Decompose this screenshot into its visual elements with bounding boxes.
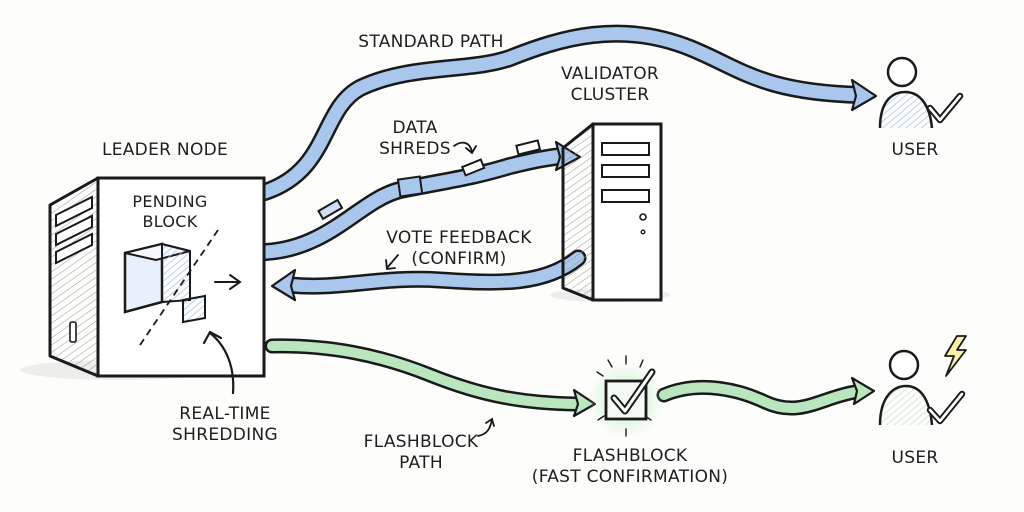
leader-node-server-icon	[20, 176, 266, 380]
user-check-lightning-icon	[878, 335, 967, 426]
validator-cluster-label: VALIDATOR CLUSTER	[560, 64, 660, 105]
pending-block-label: PENDING BLOCK	[132, 192, 208, 231]
vote-feedback-label: VOTE FEEDBACK (CONFIRM)	[386, 228, 532, 269]
real-time-shredding-label: REAL-TIME SHREDDING	[172, 404, 278, 445]
shred-block	[396, 175, 424, 198]
vote-feedback-arrow	[270, 249, 587, 302]
shred-block	[317, 198, 344, 221]
flashblock-path-pointer	[477, 417, 495, 437]
flashblock-label: FLASHBLOCK (FAST CONFIRMATION)	[531, 446, 729, 487]
vote-feedback-pointer	[385, 254, 399, 271]
data-shreds-pointer	[453, 141, 477, 155]
standard-path-arrow	[256, 24, 878, 201]
real-time-shredding-pointer	[202, 330, 235, 395]
user-standard-label: USER	[891, 140, 939, 160]
validator-cluster-server-icon	[550, 122, 670, 302]
leader-node-label: LEADER NODE	[101, 140, 229, 160]
shred-block	[515, 139, 542, 156]
flashblock-to-user-arrow	[656, 376, 876, 416]
data-shred-blocks	[317, 139, 542, 221]
shred-block	[460, 158, 486, 177]
flashblock-checkbox-icon	[588, 355, 664, 438]
data-shreds-label: DATA SHREDS	[379, 118, 451, 159]
flashblock-path-arrow	[264, 338, 597, 418]
user-flash-label: USER	[891, 448, 939, 468]
user-check-icon	[878, 56, 964, 129]
standard-path-label: STANDARD PATH	[358, 32, 504, 52]
flashblock-path-label: FLASHBLOCK PATH	[363, 432, 479, 473]
lightning-icon	[944, 335, 967, 377]
